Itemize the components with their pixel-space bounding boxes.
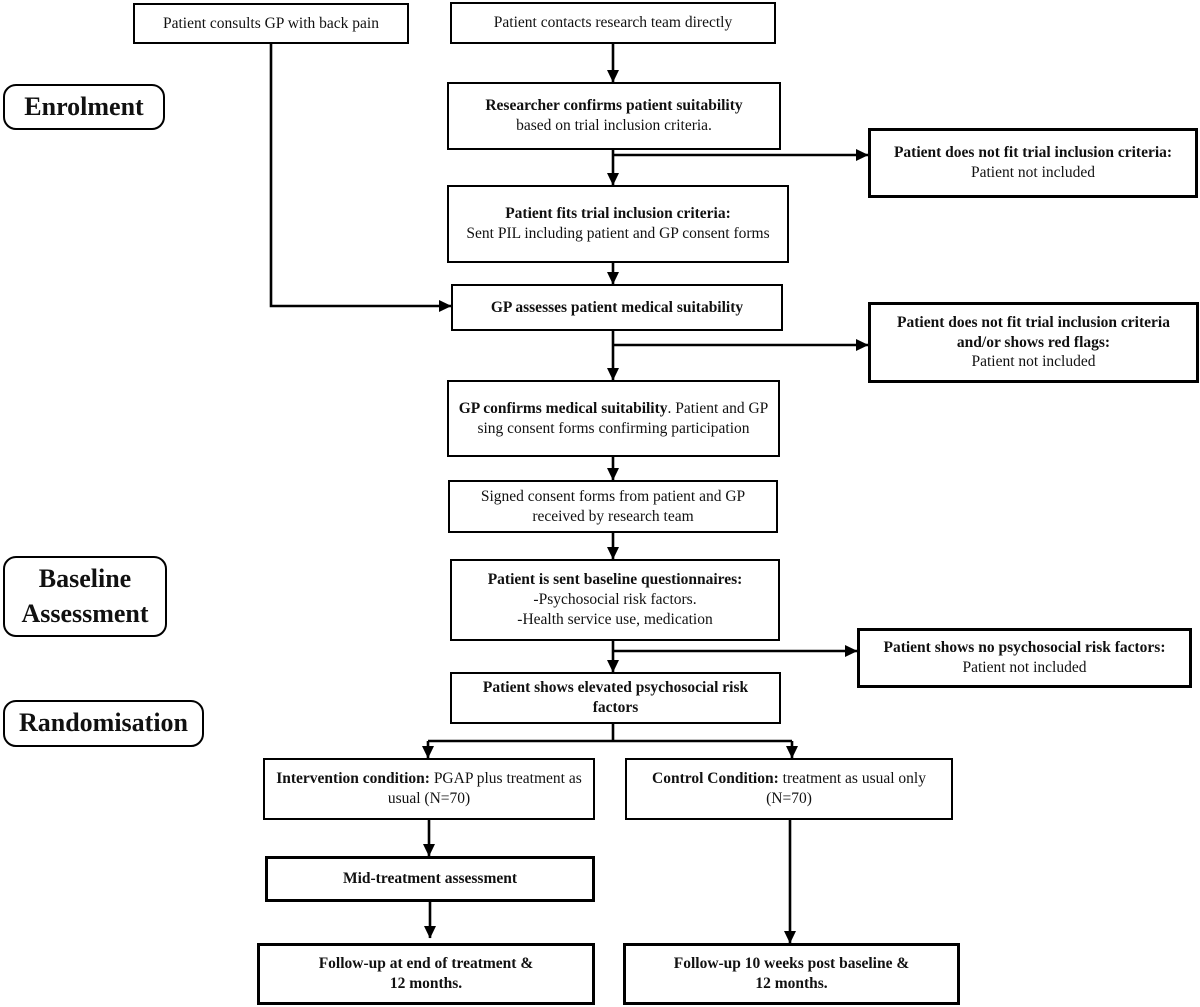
node-text: Control Condition: treatment as usual on…	[652, 770, 926, 807]
node-control-condition: Control Condition: treatment as usual on…	[625, 758, 953, 820]
node-followup-end-of-treatment: Follow-up at end of treatment & 12 month…	[257, 943, 595, 1005]
node-elevated-psychosocial-risk: Patient shows elevated psychosocial risk…	[450, 672, 781, 724]
node-text: Follow-up 10 weeks post baseline & 12 mo…	[673, 955, 910, 992]
node-text: GP confirms medical suitability. Patient…	[458, 399, 769, 437]
node-text: Patient does not fit trial inclusion cri…	[893, 144, 1173, 181]
node-exclusion-not-fit-criteria: Patient does not fit trial inclusion cri…	[868, 128, 1198, 198]
stage-label-text: Randomisation	[18, 708, 189, 738]
node-intervention-condition: Intervention condition: PGAP plus treatm…	[263, 758, 595, 820]
node-text: Patient shows no psychosocial risk facto…	[883, 639, 1166, 676]
stage-label-text: Assessment	[21, 598, 149, 628]
node-followup-10-weeks: Follow-up 10 weeks post baseline & 12 mo…	[623, 943, 960, 1005]
node-text: Patient contacts research team directly	[493, 14, 733, 32]
node-gp-confirms-suitability: GP confirms medical suitability. Patient…	[447, 380, 780, 457]
stage-label-text: Enrolment	[24, 91, 144, 121]
node-text: Researcher confirms patient suitability …	[485, 97, 743, 134]
node-text: GP assesses patient medical suitability	[490, 298, 744, 316]
stage-label-baseline-assessment: Baseline Assessment	[3, 556, 167, 637]
node-text: Patient fits trial inclusion criteria: S…	[466, 205, 770, 242]
node-signed-consent-received: Signed consent forms from patient and GP…	[448, 480, 778, 533]
node-exclusion-no-psychosocial-risk: Patient shows no psychosocial risk facto…	[857, 628, 1192, 688]
node-mid-treatment-assessment: Mid-treatment assessment	[265, 856, 595, 902]
node-text: Follow-up at end of treatment & 12 month…	[318, 955, 534, 992]
stage-label-text: Baseline	[38, 564, 132, 594]
node-text: Signed consent forms from patient and GP…	[480, 487, 746, 525]
node-patient-fits-criteria: Patient fits trial inclusion criteria: S…	[447, 185, 789, 263]
stage-label-enrolment: Enrolment	[3, 84, 165, 130]
connector-consult-to-gp-assesses	[269, 44, 452, 312]
node-baseline-questionnaires: Patient is sent baseline questionnaires:…	[450, 559, 780, 641]
node-text: Patient does not fit trial inclusion cri…	[897, 313, 1170, 371]
node-gp-assesses-suitability: GP assesses patient medical suitability	[451, 284, 783, 331]
node-text: Patient consults GP with back pain	[163, 14, 379, 32]
node-exclusion-red-flags: Patient does not fit trial inclusion cri…	[868, 302, 1199, 383]
node-text: Intervention condition: PGAP plus treatm…	[276, 770, 582, 807]
node-patient-consults-gp: Patient consults GP with back pain	[133, 3, 409, 44]
node-text: Mid-treatment assessment	[342, 870, 518, 888]
node-researcher-confirms-suitability: Researcher confirms patient suitability …	[447, 82, 781, 150]
node-text: Patient shows elevated psychosocial risk…	[482, 679, 749, 716]
stage-label-randomisation: Randomisation	[3, 700, 204, 747]
node-text: Patient is sent baseline questionnaires:…	[487, 571, 743, 628]
node-patient-contacts-research: Patient contacts research team directly	[450, 2, 776, 44]
